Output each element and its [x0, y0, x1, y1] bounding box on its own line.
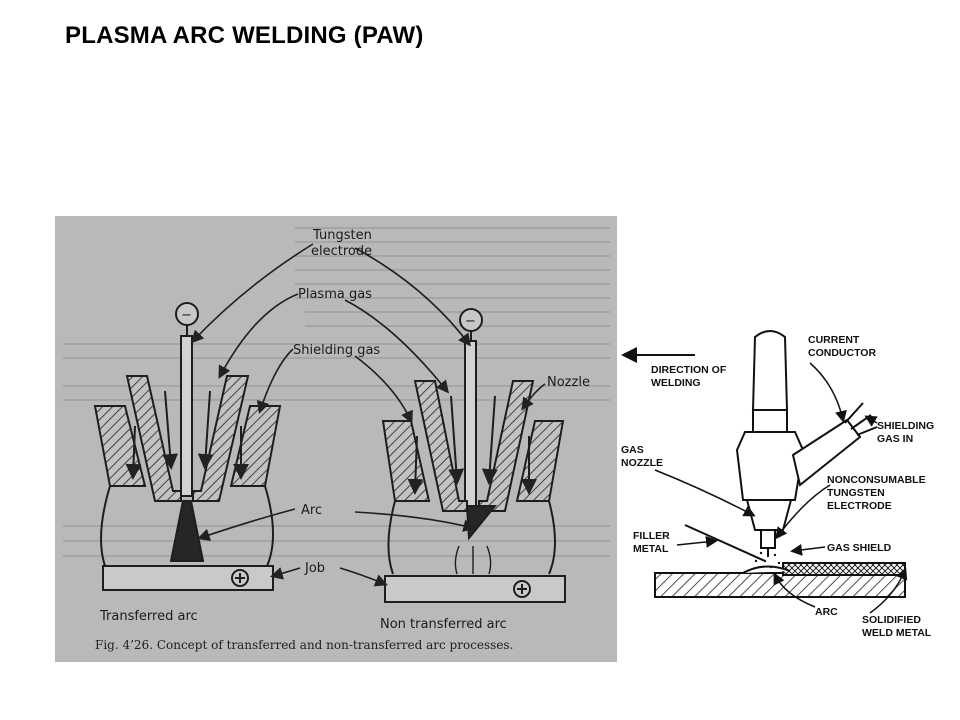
label-gas-nozzle-2: NOZZLE: [621, 457, 663, 469]
label-shielding-2: GAS IN: [877, 433, 913, 445]
plasma-sparks: [754, 551, 781, 569]
label-nonconsumable-3: ELECTRODE: [827, 500, 892, 512]
solidified-weld: [782, 562, 906, 576]
torch-body: [735, 431, 805, 501]
transferred-arc-torch: [93, 302, 282, 591]
tungsten-electrode-left: [180, 335, 193, 497]
filler-rod: [684, 524, 766, 562]
leader-lines: [190, 243, 546, 587]
label-direction-2: WELDING: [651, 377, 701, 389]
label-filler-2: METAL: [633, 543, 669, 555]
gas-nozzle: [745, 499, 793, 531]
leader-lines-right: [654, 362, 908, 614]
label-direction-1: DIRECTION OF: [651, 364, 727, 376]
positive-terminal-left: [231, 569, 249, 587]
job-right: [384, 575, 566, 603]
minus-sign-left: −: [181, 308, 192, 323]
positive-terminal-right: [513, 580, 531, 598]
tungsten-electrode-right: [464, 340, 477, 507]
label-solidified-1: SOLIDIFIED: [862, 614, 921, 626]
label-gas-nozzle-1: GAS: [621, 444, 644, 456]
label-solidified-2: WELD METAL: [862, 627, 932, 639]
label-current-2: CONDUCTOR: [808, 347, 876, 359]
label-tungsten-1: Tungsten: [312, 228, 372, 243]
label-nozzle: Nozzle: [547, 375, 590, 390]
non-transferred-arc-torch: [381, 308, 566, 603]
label-job: Job: [304, 561, 325, 576]
label-non-transferred-arc: Non transferred arc: [380, 617, 507, 632]
arc-column-left: [169, 500, 205, 562]
paw-torch-schematic: CURRENT CONDUCTOR DIRECTION OF WELDING S…: [621, 330, 934, 639]
page-title: PLASMA ARC WELDING (PAW): [65, 22, 424, 49]
label-gas-shield: GAS SHIELD: [827, 542, 892, 554]
label-nonconsumable-2: TUNGSTEN: [827, 487, 885, 499]
label-plasma-gas: Plasma gas: [298, 287, 372, 302]
label-filler-1: FILLER: [633, 530, 670, 542]
label-shielding-1: SHIELDING: [877, 420, 934, 432]
label-nonconsumable-1: NONCONSUMABLE: [827, 474, 926, 486]
figure-caption: Fig. 4’26. Concept of transferred and no…: [95, 638, 513, 652]
minus-sign-right: −: [465, 314, 476, 329]
label-tungsten-2: electrode: [311, 244, 372, 259]
label-current-1: CURRENT: [808, 334, 860, 346]
label-transferred-arc: Transferred arc: [99, 609, 198, 624]
label-arc-right: ARC: [815, 606, 838, 618]
torch-handle: [751, 330, 789, 411]
gas-hose: [791, 418, 862, 487]
workpiece: [654, 572, 906, 598]
label-shielding-gas: Shielding gas: [293, 343, 380, 358]
transferred-vs-nontransferred-diagram: Tungsten electrode Plasma gas Shielding …: [55, 216, 617, 662]
label-arc: Arc: [301, 503, 322, 518]
